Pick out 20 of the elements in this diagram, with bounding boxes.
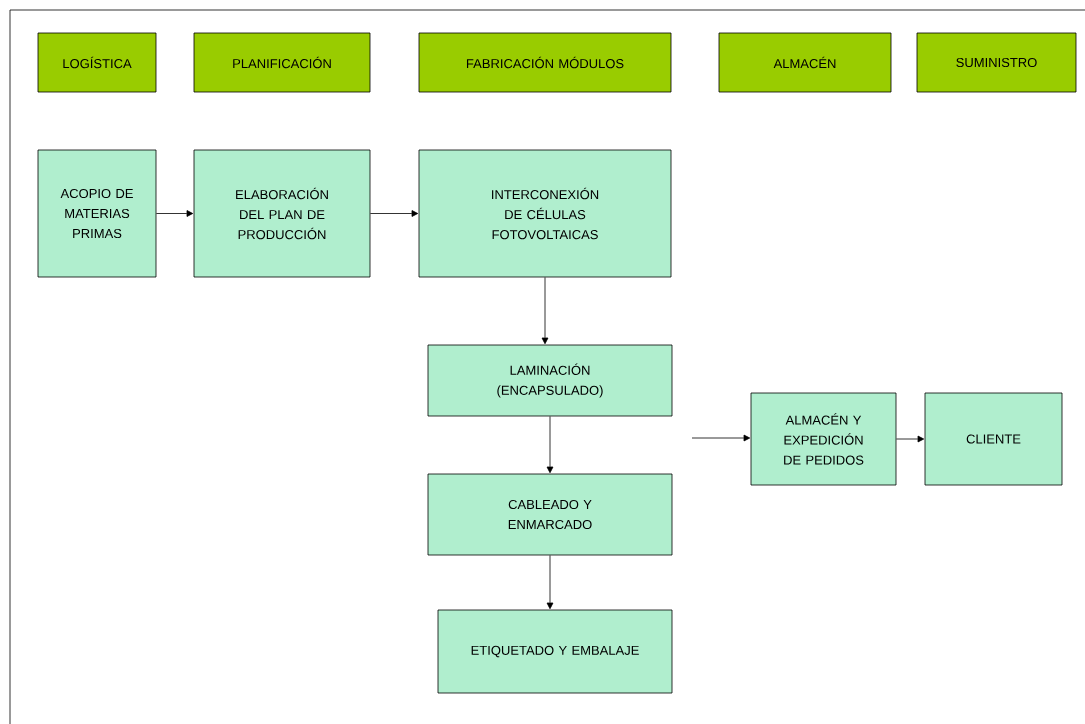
process-box: ACOPIO DE MATERIAS PRIMAS (37, 149, 157, 278)
arrow (546, 416, 554, 474)
arrow (541, 277, 549, 345)
process-box: CABLEADO Y ENMARCADO (427, 473, 673, 556)
header-box: SUMINISTRO (916, 32, 1077, 93)
process-box: ETIQUETADO Y EMBALAJE (437, 609, 673, 694)
header-box: ALMACÉN (718, 32, 892, 93)
process-box: INTERCONEXIÓN DE CÉLULAS FOTOVOLTAICAS (418, 149, 672, 278)
process-box: ELABORACIÓN DEL PLAN DE PRODUCCIÓN (193, 149, 371, 278)
arrow (546, 555, 554, 610)
arrow (156, 210, 194, 217)
arrow (691, 434, 751, 442)
process-box: CLIENTE (924, 392, 1063, 486)
arrow (370, 210, 419, 217)
process-box: LAMINACIÓN (ENCAPSULADO) (427, 344, 673, 417)
header-box: LOGÍSTICA (37, 32, 157, 93)
arrow (896, 435, 925, 443)
header-box: FABRICACIÓN MÓDULOS (418, 32, 672, 93)
header-box: PLANIFICACIÓN (193, 32, 371, 93)
process-box: ALMACÉN Y EXPEDICIÓN DE PEDIDOS (750, 392, 897, 486)
